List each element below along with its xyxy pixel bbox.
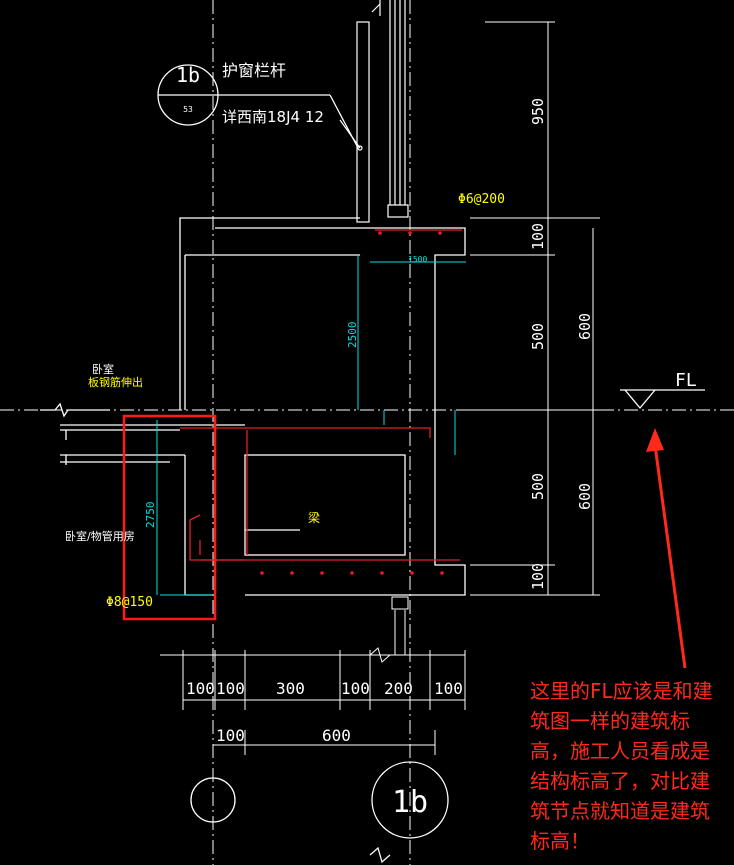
elevation-label: FL xyxy=(675,370,697,391)
bottom-dim-text: 100 100 300 100 200 100 100 600 xyxy=(186,679,463,745)
dim-500-top: 500 xyxy=(529,323,547,350)
top-width-label: 1500 xyxy=(408,255,427,264)
annotation-note: 这里的FL应该是和建 筑图一样的建筑标 高，施工人员看成是 结构标高了，对比建 … xyxy=(530,679,713,853)
dim-c1: 100 xyxy=(216,726,245,745)
dim-100-bottom: 100 xyxy=(529,563,547,590)
dim-c2: 600 xyxy=(322,726,351,745)
outer-height-label: 2750 xyxy=(144,502,157,529)
annotation-line-4: 结构标高了，对比建 xyxy=(530,769,710,793)
rebar-top-label: Φ6@200 xyxy=(458,192,505,207)
room-bottom-label: 卧室/物管用房 xyxy=(65,529,135,543)
room-top-label: 卧室 xyxy=(92,362,114,376)
dim-b6: 100 xyxy=(434,679,463,698)
callout-bubble xyxy=(157,64,359,149)
dim-100-top: 100 xyxy=(529,223,547,250)
right-dim-chain xyxy=(470,21,600,596)
highlight-box xyxy=(122,414,217,621)
dim-600-bottom: 600 xyxy=(576,483,594,510)
bubble-id: 1b xyxy=(176,63,200,87)
annotation-line-6: 标高！ xyxy=(530,829,590,853)
rebar-extend-label: 板钢筋伸出 xyxy=(88,375,143,389)
dim-600-top: 600 xyxy=(576,313,594,340)
internal-dims xyxy=(156,255,466,596)
window-frame xyxy=(339,0,409,223)
dim-b2: 100 xyxy=(216,679,245,698)
callout-title: 护窗栏杆 xyxy=(222,61,286,80)
structure-outline xyxy=(40,217,466,596)
dim-b1: 100 xyxy=(186,679,215,698)
inner-height-label: 2500 xyxy=(346,322,359,349)
bottom-dim-chain xyxy=(160,596,466,755)
dim-b5: 200 xyxy=(384,679,413,698)
callout-reference: 详西南18J4 12 xyxy=(222,108,324,126)
beam-label: 梁 xyxy=(308,510,320,525)
annotation-line-1: 这里的FL应该是和建 xyxy=(530,679,713,703)
rebar-side-label: Φ8@150 xyxy=(106,595,153,610)
rebar-dots xyxy=(260,231,444,575)
annotation-arrow xyxy=(646,428,687,669)
dim-b3: 300 xyxy=(276,679,305,698)
right-dim-text: 950 100 500 600 500 600 100 xyxy=(529,98,594,590)
annotation-line-3: 高，施工人员看成是 xyxy=(530,739,710,763)
elevation-marker xyxy=(620,389,705,410)
dim-950: 950 xyxy=(529,98,547,125)
dim-b4: 100 xyxy=(341,679,370,698)
annotation-line-5: 筑节点就知道是建筑 xyxy=(530,799,710,823)
axis-bubbles xyxy=(190,761,449,864)
rebar-lines xyxy=(180,229,462,561)
dim-500-bottom: 500 xyxy=(529,473,547,500)
bubble-sheet: 53 xyxy=(183,105,193,114)
annotation-line-2: 筑图一样的建筑标 xyxy=(530,709,690,733)
section-bubble-label: 1b xyxy=(392,785,428,820)
